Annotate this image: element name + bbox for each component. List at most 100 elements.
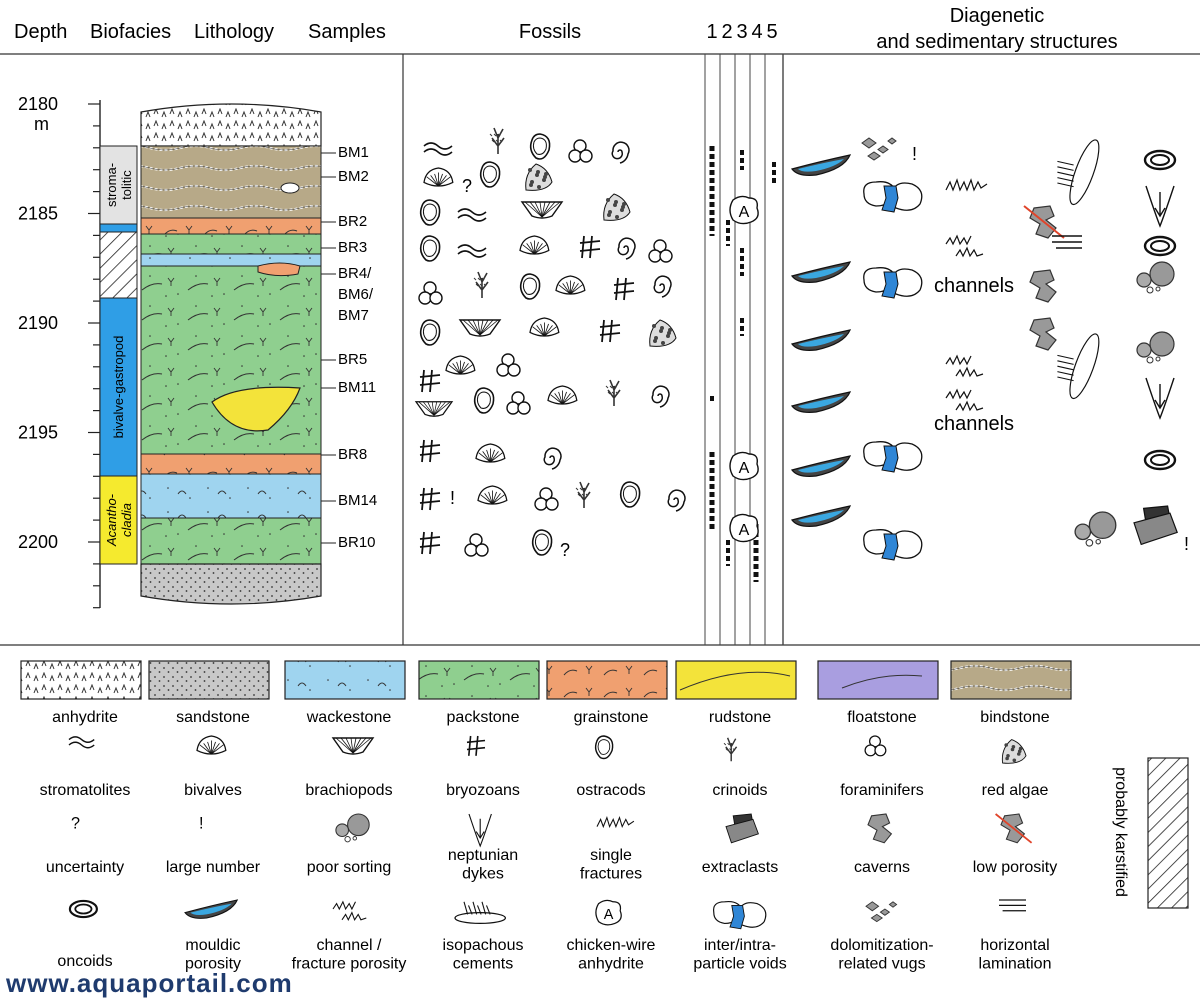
crinoid-branch bbox=[579, 487, 583, 491]
legend-row4-label-7-line: horizontal bbox=[980, 937, 1049, 954]
bivalve-rib bbox=[480, 494, 493, 505]
biofacies-karstified bbox=[99, 231, 138, 299]
isopach-crystal bbox=[1057, 376, 1074, 382]
legend-lith-label-0-line: anhydrite bbox=[52, 709, 118, 726]
ostracod-inner bbox=[422, 203, 437, 221]
foram-chamber bbox=[475, 543, 489, 557]
bivalve-rib bbox=[486, 449, 491, 463]
header-samples-line: Samples bbox=[308, 21, 386, 43]
large-number-mark: ! bbox=[912, 144, 917, 164]
fossil-foraminifers-icon bbox=[534, 487, 559, 511]
red-algae-dot bbox=[1011, 745, 1016, 749]
bivalve-rib bbox=[490, 452, 503, 463]
legend-mouldic-icon bbox=[184, 899, 239, 919]
bryozoan-stroke bbox=[421, 439, 425, 463]
legend-swatch-anhydrite bbox=[20, 660, 142, 700]
sample-label-1: BM2 bbox=[338, 168, 369, 185]
legend-row4-label-2-line: fracture porosity bbox=[292, 955, 407, 972]
bryozoan-stroke bbox=[599, 324, 621, 328]
mouldic-pore bbox=[798, 396, 844, 409]
cavern-shape bbox=[1029, 317, 1057, 351]
mouldic-pore bbox=[190, 903, 232, 915]
brachiopod-rib bbox=[539, 201, 543, 218]
diag-isopachous-icon bbox=[1057, 333, 1100, 400]
brachiopod-rib bbox=[472, 319, 481, 336]
legend-row3-label-1-line: large number bbox=[166, 859, 261, 876]
header-column-5-line: 5 bbox=[766, 21, 777, 43]
legend-row3-label-5-line: extraclasts bbox=[702, 859, 778, 876]
bivalve-rib bbox=[490, 449, 495, 463]
legend-row4-label-7-line: lamination bbox=[979, 955, 1052, 972]
legend-row4-label-2-line: channel / bbox=[317, 937, 382, 954]
channel-zigzag bbox=[955, 366, 984, 378]
legend-brachiopods-icon bbox=[331, 737, 375, 755]
legend-row2-label-2-line: brachiopods bbox=[305, 782, 392, 799]
legend-row3-label-0: uncertainty bbox=[46, 859, 124, 876]
legend-swatch-wackestone bbox=[284, 660, 406, 700]
depth-label-2180-line: 2180 bbox=[18, 94, 58, 114]
diag-mouldic-porosity-icon bbox=[790, 391, 852, 413]
legend-dyke-icon bbox=[468, 813, 492, 848]
fossil-redalgae-icon bbox=[649, 319, 677, 347]
isopach-grain bbox=[1069, 333, 1100, 400]
stromatolite-line bbox=[457, 208, 487, 222]
legend-lith-label-1: sandstone bbox=[176, 709, 250, 726]
crinoid-branch bbox=[729, 748, 732, 751]
ostracod-inner bbox=[622, 485, 637, 503]
fossil-ostracods-icon bbox=[419, 199, 441, 226]
legend-row4-label-1-line: mouldic bbox=[185, 937, 240, 954]
depth-label-2190: 2190 bbox=[18, 313, 58, 333]
red-algae-dot bbox=[536, 170, 540, 174]
bryozoan-stroke bbox=[589, 235, 593, 259]
legend-bryozoans-icon bbox=[466, 735, 486, 756]
legend-row2-label-6: foraminifers bbox=[840, 782, 924, 799]
foram-chamber bbox=[507, 363, 521, 377]
sample-label-0: BM1 bbox=[338, 144, 369, 161]
header-lithology-line: Lithology bbox=[194, 21, 274, 43]
sort-grain bbox=[352, 836, 358, 841]
legend-lith-label-6: floatstone bbox=[847, 709, 916, 726]
red-algae-dot bbox=[614, 200, 618, 204]
brachiopod-rib bbox=[479, 319, 484, 336]
fracture-zigzag bbox=[596, 815, 635, 829]
biofacies-label-acanthocladia: Acantho-cladia bbox=[104, 493, 134, 547]
header-diagenetic-sub-line: and sedimentary structures bbox=[876, 31, 1117, 53]
fossil-brachiopods-icon bbox=[520, 201, 564, 219]
bryozoan-stroke bbox=[601, 319, 605, 343]
diag-channels-label-2-line: channels bbox=[934, 413, 1014, 435]
bivalve-rib bbox=[570, 281, 575, 295]
header-diagenetic-line: Diagenetic bbox=[950, 5, 1045, 27]
biofacies-label-bivalve-gastropod: bivalve-gastropod bbox=[111, 336, 126, 439]
dyke-arrow bbox=[1154, 384, 1166, 410]
legend-row3-label-4-line: single bbox=[590, 847, 632, 864]
header-column-1-line: 1 bbox=[706, 21, 717, 43]
legend-row3-label-2-line: poor sorting bbox=[307, 859, 392, 876]
channel-zigzag bbox=[945, 234, 972, 246]
fossil-foraminifers-icon bbox=[496, 353, 521, 377]
bivalve-rib bbox=[550, 394, 563, 405]
crinoid-branch bbox=[609, 385, 613, 389]
ostracod-inner bbox=[597, 739, 611, 755]
void-pore bbox=[881, 185, 899, 213]
biofacies-stromatolitic bbox=[99, 145, 138, 225]
fracture-zigzag bbox=[945, 178, 988, 192]
channel-zigzag bbox=[945, 354, 972, 366]
crinoid-branch bbox=[491, 139, 495, 143]
red-algae-dot bbox=[622, 202, 626, 206]
legend-voids-icon bbox=[712, 900, 767, 930]
header-column-3: 3 bbox=[736, 21, 747, 43]
legend-lith-label-2: wackestone bbox=[306, 709, 392, 726]
diag-fracture-icon bbox=[945, 178, 988, 192]
diag-voids-icon bbox=[863, 181, 923, 213]
red-algae-dot bbox=[615, 215, 619, 219]
legend-fracture-icon bbox=[596, 815, 635, 829]
fossil-ostracods-icon bbox=[419, 319, 441, 346]
legend-uncert-icon: ? bbox=[71, 814, 80, 832]
isopach-crystal bbox=[1057, 171, 1074, 177]
fossil-gastropod-icon bbox=[543, 447, 562, 470]
legend-karst-swatch bbox=[1147, 757, 1189, 909]
foram-chamber bbox=[496, 363, 510, 377]
